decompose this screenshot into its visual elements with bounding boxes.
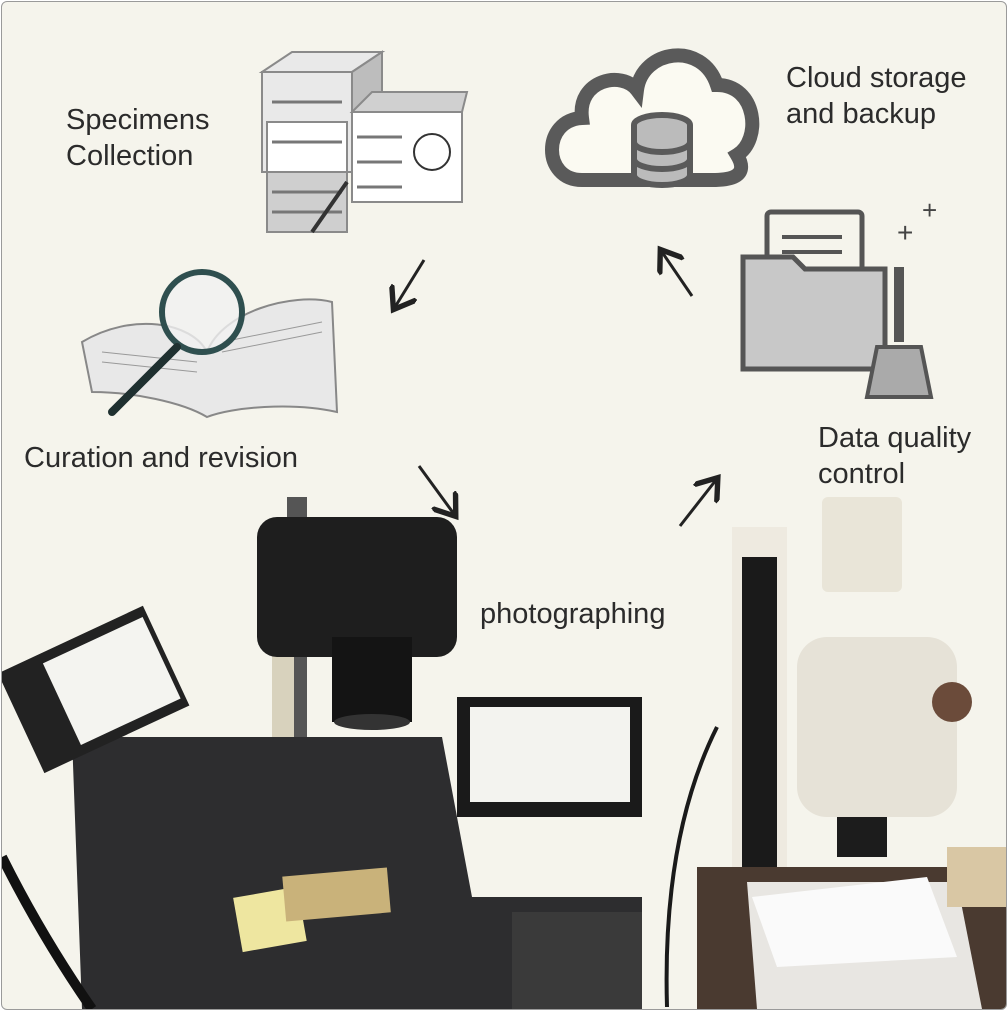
cloud-database-icon	[545, 48, 760, 188]
quality-label-line2: control	[818, 458, 906, 490]
specimens-label-line2: Collection	[66, 140, 194, 172]
photography-setup-photo	[2, 497, 647, 1009]
cloud-storage-label: Cloud storage and backup	[786, 60, 967, 132]
data-quality-label: Data quality control	[818, 420, 971, 492]
svg-text:+: +	[922, 197, 937, 225]
quality-label-line1: Data quality	[818, 422, 972, 454]
specimens-collection-label: Specimens Collection	[66, 102, 209, 174]
specimen-cabinets-icon	[258, 50, 469, 234]
arrow-photographing-to-quality	[678, 480, 716, 527]
svg-text:+: +	[897, 217, 913, 248]
folder-broom-icon: + +	[740, 197, 937, 399]
curation-label: Curation and revision	[24, 442, 299, 474]
arrow-quality-to-cloud	[662, 252, 694, 297]
photographing-label: photographing	[480, 598, 666, 630]
cloud-label-line2: and backup	[786, 98, 936, 130]
arrow-specimens-to-curation	[395, 259, 426, 307]
microscope-photo	[657, 487, 1006, 1009]
cloud-label-line1: Cloud storage	[786, 62, 967, 94]
specimens-label-line1: Specimens	[66, 104, 210, 136]
arrow-curation-to-photographing	[417, 465, 454, 514]
book-magnifier-icon	[80, 269, 339, 419]
